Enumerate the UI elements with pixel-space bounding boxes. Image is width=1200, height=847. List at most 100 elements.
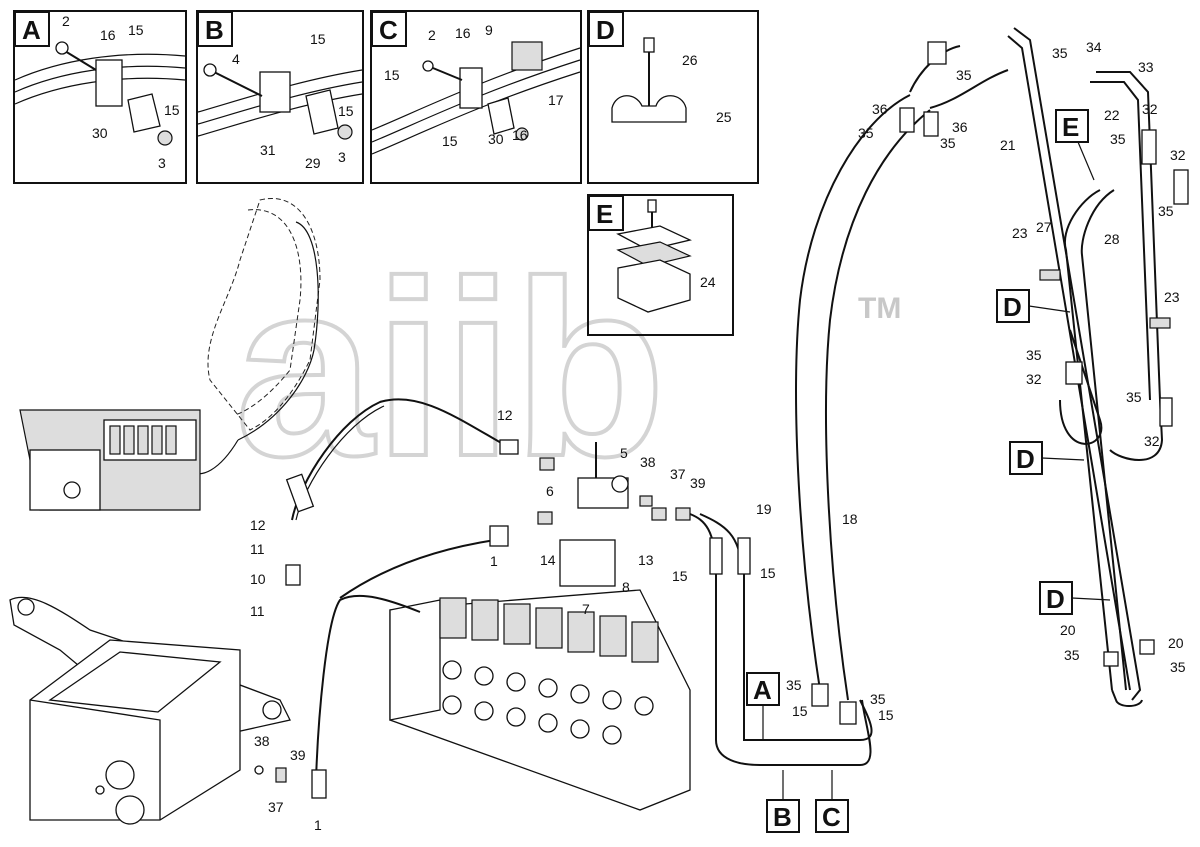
label-b-29: 29 bbox=[305, 155, 321, 171]
label-28: 28 bbox=[1104, 231, 1120, 247]
label-b-3: 3 bbox=[338, 149, 346, 165]
detail-box-a-tag bbox=[14, 11, 50, 47]
callout-e: E bbox=[1062, 112, 1079, 142]
detail-box-b: B 15 4 15 31 29 3 bbox=[196, 10, 364, 184]
machine-outline bbox=[19, 198, 321, 511]
label-7: 7 bbox=[582, 601, 590, 617]
label-12-left: 12 bbox=[250, 517, 266, 533]
callout-d1: D bbox=[1003, 292, 1022, 322]
tank-assembly bbox=[9, 596, 291, 825]
label-b-15b: 15 bbox=[338, 103, 354, 119]
label-10: 10 bbox=[250, 571, 266, 587]
mini-valve-bank bbox=[109, 425, 177, 455]
label-15-hose-a: 15 bbox=[792, 703, 808, 719]
label-36-a: 36 bbox=[872, 101, 888, 117]
label-c-16: 16 bbox=[455, 25, 471, 41]
label-37-bottom: 37 bbox=[268, 799, 284, 815]
label-15-center-a: 15 bbox=[672, 568, 688, 584]
label-a-2: 2 bbox=[62, 13, 70, 29]
label-c-15: 15 bbox=[384, 67, 400, 83]
label-c-2: 2 bbox=[428, 27, 436, 43]
label-35-u1: 35 bbox=[956, 67, 972, 83]
detail-box-c-letter: C bbox=[379, 15, 398, 45]
center-labels: 12 12 11 10 11 5 38 6 37 39 1 14 13 8 7 … bbox=[250, 407, 776, 833]
detail-box-a: A 2 16 15 15 30 3 bbox=[13, 10, 187, 184]
label-11-a: 11 bbox=[250, 541, 265, 557]
label-21: 21 bbox=[1000, 137, 1016, 153]
long-hoses bbox=[795, 41, 1009, 725]
valve-section-row bbox=[439, 597, 659, 663]
label-b-15: 15 bbox=[310, 31, 326, 47]
label-c-16b: 16 bbox=[512, 127, 528, 143]
valve-port-row bbox=[442, 660, 654, 745]
label-19: 19 bbox=[756, 501, 772, 517]
detail-box-e: E 24 bbox=[587, 194, 734, 336]
label-36-b: 36 bbox=[952, 119, 968, 135]
main-valve-bank bbox=[389, 589, 691, 811]
label-35-u6: 35 bbox=[1158, 203, 1174, 219]
label-38-bottom: 38 bbox=[254, 733, 270, 749]
label-d-26: 26 bbox=[682, 52, 698, 68]
label-13: 13 bbox=[638, 552, 654, 568]
callout-b: B bbox=[773, 802, 792, 832]
label-35-r4: 35 bbox=[1170, 659, 1186, 675]
detail-box-d: D 26 25 bbox=[587, 10, 759, 184]
label-a-30: 30 bbox=[92, 125, 108, 141]
label-35-hose-a: 35 bbox=[786, 677, 802, 693]
label-a-16: 16 bbox=[100, 27, 116, 43]
label-20-a: 20 bbox=[1060, 622, 1076, 638]
label-35-u5: 35 bbox=[1110, 131, 1126, 147]
callout-a: A bbox=[753, 675, 772, 705]
label-32-u2: 32 bbox=[1170, 147, 1186, 163]
label-c-9: 9 bbox=[485, 22, 493, 38]
label-27: 27 bbox=[1036, 219, 1052, 235]
watermark: aiib TM bbox=[233, 227, 901, 510]
label-35-r1: 35 bbox=[1026, 347, 1042, 363]
label-e-24: 24 bbox=[700, 274, 716, 290]
label-23-a: 23 bbox=[1012, 225, 1028, 241]
label-37-top: 37 bbox=[670, 466, 686, 482]
detail-box-b-letter: B bbox=[205, 15, 224, 45]
label-5: 5 bbox=[620, 445, 628, 461]
label-d-25: 25 bbox=[716, 109, 732, 125]
label-8: 8 bbox=[622, 579, 630, 595]
label-35-hose-b: 35 bbox=[870, 691, 886, 707]
label-39-bottom: 39 bbox=[290, 747, 306, 763]
label-18: 18 bbox=[842, 511, 858, 527]
label-c-15b: 15 bbox=[442, 133, 458, 149]
label-35-u4: 35 bbox=[1052, 45, 1068, 61]
label-34: 34 bbox=[1086, 39, 1102, 55]
label-22: 22 bbox=[1104, 107, 1120, 123]
label-b-4: 4 bbox=[232, 51, 240, 67]
callout-d2: D bbox=[1016, 444, 1035, 474]
callout-d3: D bbox=[1046, 584, 1065, 614]
label-32-u1: 32 bbox=[1142, 101, 1158, 117]
label-20-b: 20 bbox=[1168, 635, 1184, 651]
hose-labels: 19 18 35 15 35 15 bbox=[756, 501, 894, 723]
label-15-center-b: 15 bbox=[760, 565, 776, 581]
label-a-3: 3 bbox=[158, 155, 166, 171]
label-c-17: 17 bbox=[548, 92, 564, 108]
callout-c: C bbox=[822, 802, 841, 832]
detail-box-c: C 2 16 9 15 17 15 30 16 bbox=[370, 10, 582, 184]
label-a-15: 15 bbox=[128, 22, 144, 38]
label-35-r2: 35 bbox=[1126, 389, 1142, 405]
detail-box-d-letter: D bbox=[596, 15, 615, 45]
watermark-text: aiib bbox=[235, 229, 666, 508]
label-11-b: 11 bbox=[250, 603, 265, 619]
label-12-top: 12 bbox=[497, 407, 513, 423]
label-35-u2: 35 bbox=[858, 125, 874, 141]
label-35-u3: 35 bbox=[940, 135, 956, 151]
boom-pipes bbox=[1007, 27, 1189, 707]
watermark-trademark: TM bbox=[858, 292, 901, 325]
label-15-hose-b: 15 bbox=[878, 707, 894, 723]
right-labels: 27 28 23 23 35 32 35 32 20 35 20 35 bbox=[1012, 219, 1186, 675]
center-hoses bbox=[254, 398, 873, 799]
label-14: 14 bbox=[540, 552, 556, 568]
callout-letters: A B C E D D D bbox=[746, 109, 1111, 833]
upper-labels: 35 36 35 36 35 35 34 33 21 32 22 35 32 3… bbox=[858, 39, 1186, 219]
label-c-30: 30 bbox=[488, 131, 504, 147]
label-32-r1: 32 bbox=[1026, 371, 1042, 387]
label-39-top: 39 bbox=[690, 475, 706, 491]
